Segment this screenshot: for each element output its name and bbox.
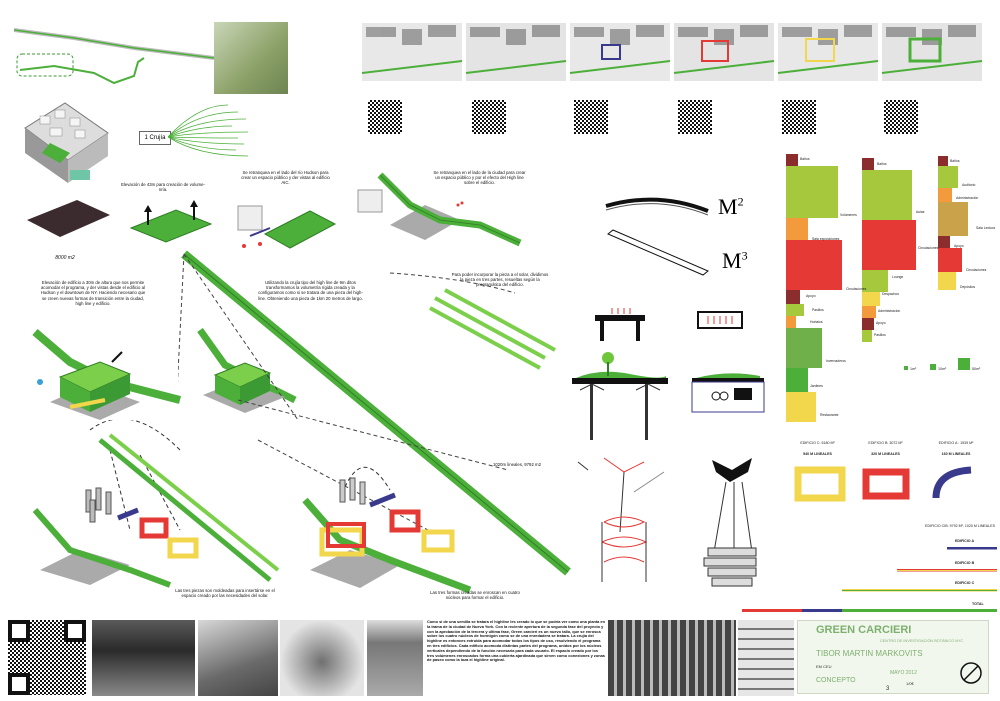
edificio-b-lin: 320 M LINEALES	[871, 452, 900, 456]
edificio-b-label: EDIFICIO B: 3072 M²	[868, 441, 903, 445]
program-label-col3-4: Apoyo	[954, 244, 964, 248]
section-high-line-b	[697, 311, 743, 329]
program-label-col2-0: Baños	[877, 162, 887, 166]
section-garden-b	[691, 373, 765, 413]
scale: 1/0€	[906, 681, 914, 686]
program-label-col1-9: Restaurante	[820, 413, 839, 417]
note-hudson: Se retranquea en el lado del río Hudson …	[241, 170, 330, 186]
city-massing	[24, 102, 109, 183]
program-label-col1-4: Apoyo	[806, 294, 816, 298]
program-label-col1-8: Jardines	[810, 384, 823, 388]
m2-label: M2	[718, 194, 744, 219]
sheet-number: 3	[886, 686, 890, 692]
length-label: 1020m lineales, 9792 m2	[492, 462, 541, 467]
section-garden-a	[572, 352, 668, 440]
crujia-pieces	[605, 197, 709, 276]
row-edificio-b: EDIFICIO B	[955, 561, 975, 565]
program-label-col2-7: Pasillos	[874, 333, 886, 337]
photo-highline-structure	[92, 620, 195, 696]
note-divide: Para poder incorporar la pieza a el sola…	[451, 272, 549, 288]
note-elevation-30m: Elevación de edificio a 30m de altura qu…	[40, 280, 146, 306]
course: EM CEU	[816, 664, 832, 669]
photo-model-stack	[738, 620, 794, 696]
note-crujia: Utilizando la crujía tipo del high line …	[258, 280, 363, 301]
edificio-a-lin: 160 M LINEALES	[941, 452, 971, 456]
program-label-col3-2: Administración	[956, 196, 979, 200]
program-label-col1-7: Invernaderos	[826, 359, 846, 363]
title-block	[797, 620, 989, 694]
program-label-col3-6: Depósitos	[960, 285, 976, 289]
aerial-sequence	[362, 23, 983, 81]
project-subtitle: CENTRO DE INVESTIGACIÓN BOTÁNICO NYC	[880, 639, 964, 643]
photo-concrete-column	[367, 620, 423, 696]
hand-sketch	[577, 457, 665, 582]
section-high-line-a	[595, 308, 645, 341]
note-city-side: Se retranquea en el lado de la ciudad pa…	[433, 170, 526, 186]
program-label-col2-3: Lounge	[892, 275, 904, 279]
row-edificio-c: EDIFICIO C	[955, 581, 975, 585]
author-name: TIBOR MARTIN MARKOVITS	[816, 649, 923, 658]
aerial-3d-view	[214, 22, 288, 94]
program-label-col2-6: Apoyo	[876, 321, 886, 325]
program-label-col2-5: Administración	[878, 309, 901, 313]
edificio-c-lin: 540 M LINEALES	[803, 452, 832, 456]
route-map	[14, 28, 214, 85]
highline-curve-1	[357, 172, 522, 247]
linear-meter-bars	[742, 547, 997, 612]
program-label-col1-2: Sala exposiciones	[812, 237, 840, 241]
legend-1m2: 1m²	[910, 367, 917, 371]
row-edificio-a: EDIFICIO A	[955, 539, 975, 543]
hub-branches	[168, 104, 249, 157]
caption-cores: Las tres formas creadas se enroscan en c…	[430, 590, 520, 601]
photo-stacked-building	[280, 620, 364, 696]
program-label-col1-6: Hortalos	[810, 320, 823, 324]
program-label-col3-3: Sala Lectura	[976, 226, 996, 230]
program-label-col1-3: Circulaciones	[846, 287, 867, 291]
date: MAYO 2012	[890, 670, 917, 676]
program-bars	[786, 154, 970, 422]
m3-label: M3	[722, 248, 748, 273]
program-label-col3-1: Auditorio	[962, 183, 976, 187]
qr-row	[368, 100, 918, 134]
hub-box: 1 Crujía	[139, 131, 171, 145]
legend-50m2: 50m²	[972, 367, 981, 371]
program-label-col1-1: Volúmenes	[840, 213, 857, 217]
row-total: TOTAL	[972, 602, 984, 606]
program-label-col3-0: Baños	[950, 159, 960, 163]
note-elevation: Elevación de 43m para creación de volume…	[121, 182, 205, 193]
edificio-total-label: EDIFICIO CIB: 9792 M², 1020 M LINEALES	[925, 524, 995, 528]
green-slab-raise	[129, 200, 213, 243]
green-slab-hudson	[237, 205, 337, 249]
qr-bottom	[8, 620, 86, 695]
building-massing-1	[32, 328, 181, 420]
project-title: GREEN CARCIERI	[816, 624, 912, 636]
caption-molded: Las tres piezas son moldeadas para inser…	[175, 588, 275, 599]
long-crujia-piece	[178, 250, 571, 576]
edificio-c-label: EDIFICIO C: 5180 M²	[800, 441, 835, 445]
north-arrow-icon	[960, 662, 982, 684]
program-label-col2-2: Circulaciones	[918, 246, 939, 250]
legend-10m2: 10m²	[938, 367, 947, 371]
photo-ruin	[198, 620, 278, 696]
program-label-col2-1: Aulas	[916, 210, 925, 214]
program-label-col3-5: Circulaciones	[966, 268, 987, 272]
edificio-a-label: EDIFICIO A : 1539 M²	[938, 441, 974, 445]
description-text: Como si de una semilla se tratara el hig…	[427, 620, 605, 663]
tower-model	[703, 458, 757, 587]
program-label-col1-5: Pasillos	[812, 308, 824, 312]
assembly-pieces-2	[302, 467, 472, 594]
building-massing-2	[197, 327, 297, 413]
photo-model-grid	[608, 620, 736, 696]
building-pieces	[794, 466, 972, 502]
site-slab	[27, 200, 110, 237]
three-strips	[389, 272, 556, 370]
phase: CONCEPTO	[816, 677, 856, 684]
area-label: 8000 m2	[55, 255, 75, 261]
program-label-col2-4: Despachos	[882, 292, 899, 296]
assembly-pieces-1	[32, 420, 280, 588]
program-label-col1-0: Baños	[800, 157, 810, 161]
